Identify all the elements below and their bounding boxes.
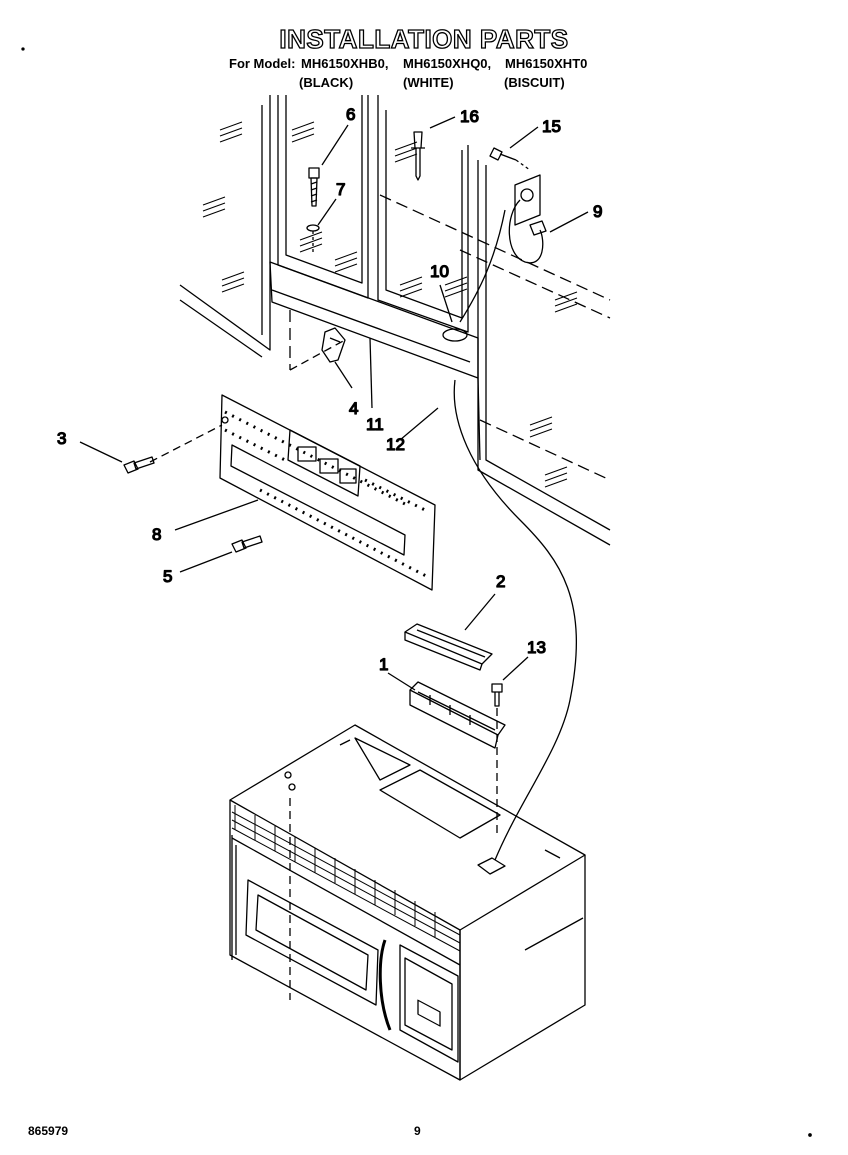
microwave-oven: [229, 724, 586, 1081]
model-number-biscuit: MH6150XHT0: [505, 56, 588, 71]
vent-opening: [379, 769, 501, 839]
control-panel: [399, 944, 459, 1063]
door-handle: [378, 939, 392, 1031]
model-number-black: MH6150XHB0,: [301, 56, 389, 71]
color-biscuit: (BISCUIT): [504, 75, 565, 90]
oven-front: [229, 800, 461, 1081]
power-cord-assembly: [442, 174, 577, 861]
callout-13: 13: [527, 638, 546, 657]
damper-1: [409, 681, 506, 749]
color-black: (BLACK): [299, 75, 354, 90]
door-window: [245, 879, 379, 1006]
callout-2: 2: [496, 572, 505, 591]
callout-16: 16: [460, 107, 479, 126]
page-title: INSTALLATION PARTS: [279, 23, 569, 54]
glass-hatching: [202, 121, 578, 488]
hinge-4: [289, 327, 346, 371]
screw-15: [489, 147, 531, 171]
callout-15: 15: [542, 117, 561, 136]
callout-9: 9: [593, 202, 602, 221]
callout-5: 5: [163, 567, 172, 586]
bolt-3: [123, 456, 155, 474]
plastic-fastener-16: [411, 131, 425, 181]
power-cord: [453, 379, 577, 861]
screw-6: [308, 167, 320, 207]
wall-outlet: [514, 174, 541, 226]
washer-7: [306, 224, 320, 252]
callout-12: 12: [386, 435, 405, 454]
callout-6: 6: [346, 105, 355, 124]
screw-13: [491, 683, 503, 835]
page-number: 9: [414, 1124, 421, 1138]
top-plate-2: [404, 623, 493, 671]
oven-side: [459, 855, 586, 1081]
callout-1: 1: [379, 655, 388, 674]
cord-grommet: [442, 328, 468, 342]
document-number: 865979: [28, 1124, 69, 1138]
callout-4: 4: [349, 399, 358, 418]
leader-lines: [79, 116, 589, 691]
cord-clamp: [529, 220, 547, 236]
callout-3: 3: [57, 429, 66, 448]
model-prefix: For Model:: [229, 56, 296, 71]
callout-8: 8: [152, 525, 161, 544]
callout-11: 11: [366, 415, 384, 434]
callout-10: 10: [430, 262, 449, 281]
upper-cabinets: [179, 95, 611, 546]
cord-hole: [477, 857, 506, 875]
power-cord-coil: [508, 199, 544, 264]
color-white: (WHITE): [403, 75, 454, 90]
model-number-white: MH6150XHQ0,: [403, 56, 492, 71]
mounting-plate-8: [149, 394, 436, 591]
callout-7: 7: [336, 180, 345, 199]
bolt-5: [231, 535, 263, 553]
